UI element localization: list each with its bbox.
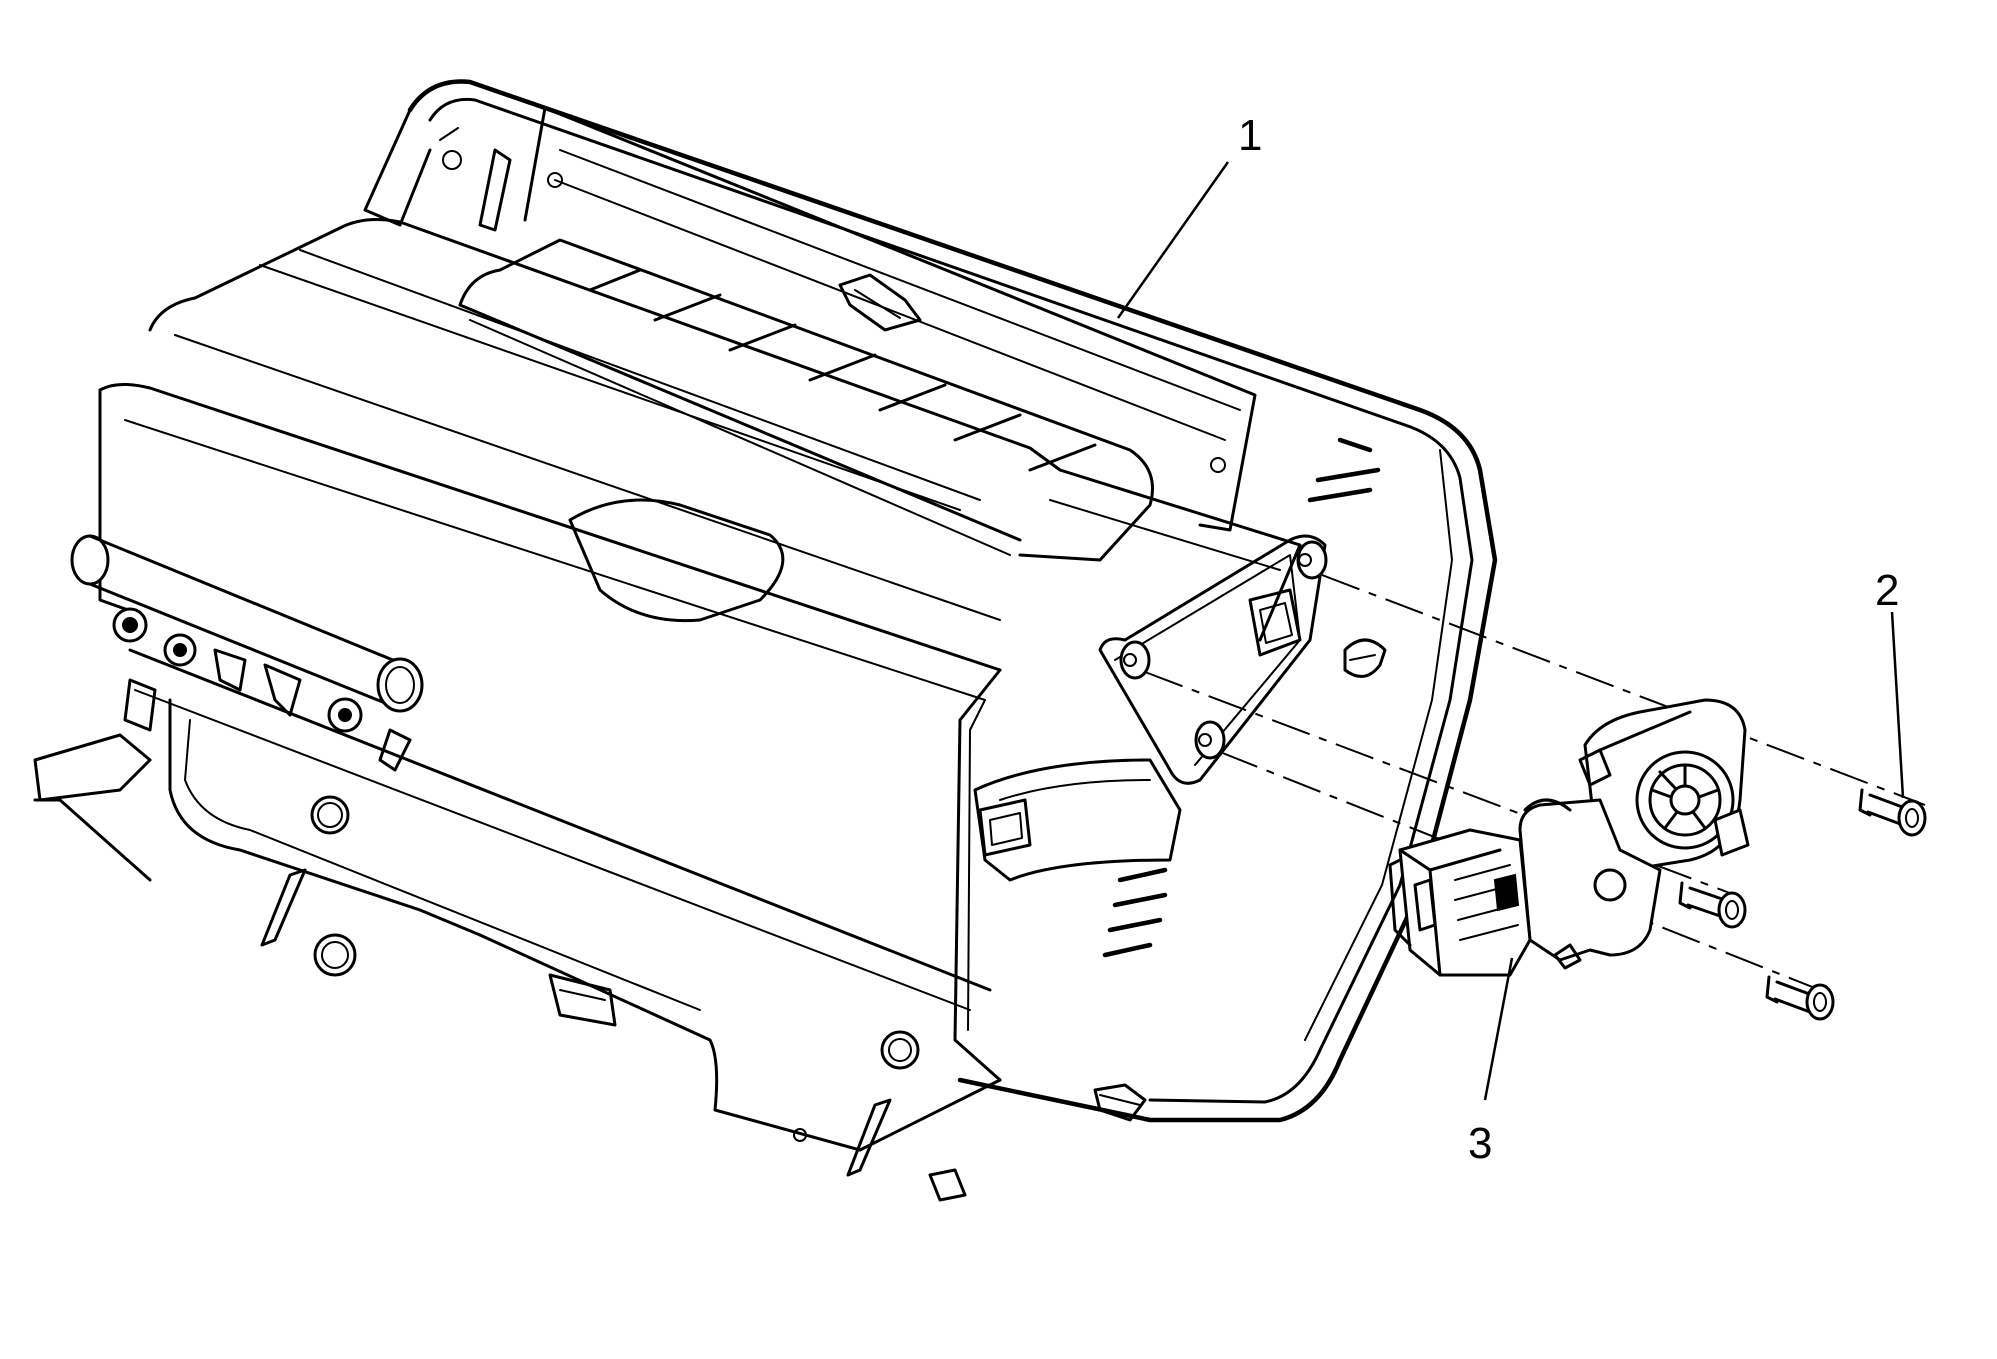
screw-middle [1678, 881, 1747, 929]
left-tube [70, 534, 424, 713]
callouts: 1 2 3 [1116, 111, 1905, 1168]
part-2-screws [1678, 788, 1927, 1021]
screw-top [1858, 788, 1927, 837]
mounting-bracket [1098, 534, 1387, 785]
leader-line-2 [1890, 611, 1905, 799]
top-ribs [588, 268, 1097, 472]
callout-3: 3 [1468, 1119, 1492, 1168]
leader-line-3 [1483, 957, 1514, 1101]
leader-line-1 [1116, 161, 1230, 319]
hinge-clips [112, 607, 412, 772]
screw-bottom [1765, 975, 1835, 1021]
callout-2: 2 [1875, 566, 1899, 615]
callout-1: 1 [1238, 111, 1262, 160]
part-1-housing [33, 79, 1498, 1202]
part-3-actuator [1388, 698, 1750, 977]
